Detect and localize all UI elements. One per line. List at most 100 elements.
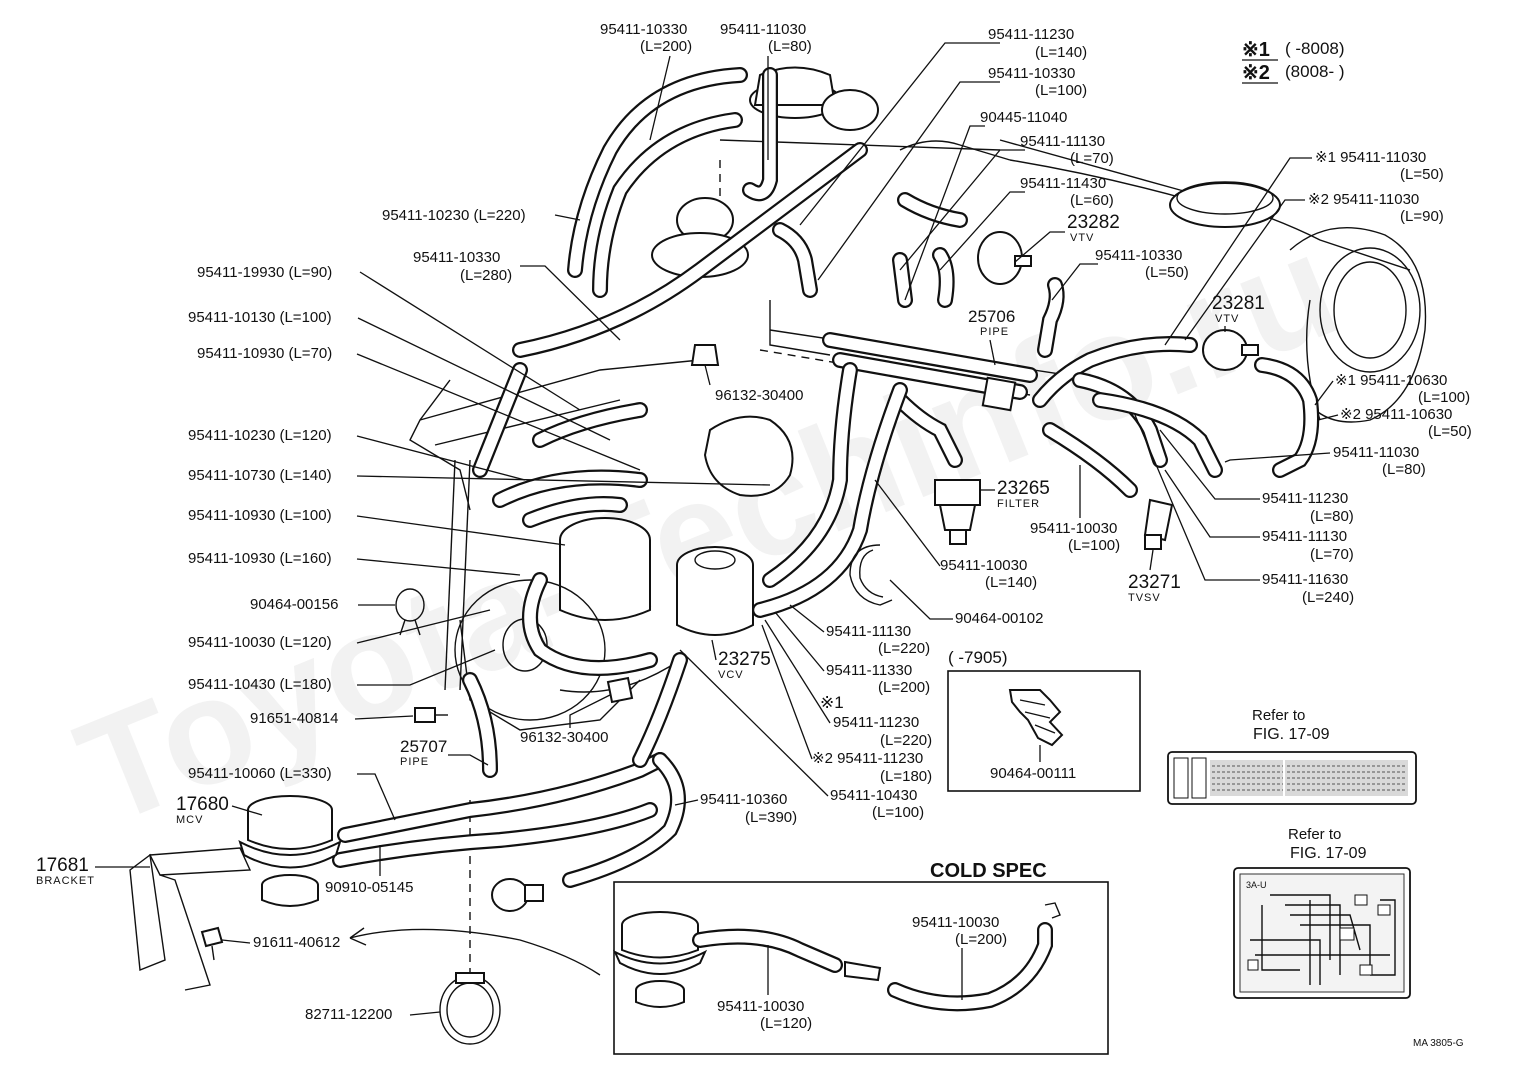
inset-7905-range: ( -7905) [948, 648, 1008, 667]
label-95411-10030-100: 95411-10030 [1030, 520, 1117, 537]
label-95411-11230-220-len: (L=220) [880, 732, 932, 749]
legend-mark-2: ※2 [1242, 62, 1270, 84]
inset-7905-part: 90464-00111 [990, 765, 1076, 782]
label-95411-10630-50-len: (L=50) [1428, 423, 1472, 440]
label-17681-bracket: BRACKET [36, 875, 95, 887]
label-95411-10030-140-len: (L=140) [985, 574, 1037, 591]
label-90910-05145: 90910-05145 [325, 879, 413, 896]
label-23275: 23275 [718, 649, 771, 670]
label-95411-11230-80: 95411-11230 [1262, 490, 1348, 507]
label-95411-10430-100: 95411-10430 [830, 787, 917, 804]
refer-1-line2: FIG. 17-09 [1253, 726, 1330, 743]
legend: ※1 ( -8008) ※2 (8008- ) [1242, 39, 1345, 84]
label-mark1-95411-11230-220: ※1 [820, 693, 844, 712]
legend-range-2: (8008- ) [1285, 62, 1345, 81]
label-91611-40612: 91611-40612 [253, 934, 340, 951]
refer-2-line2: FIG. 17-09 [1290, 845, 1367, 862]
label-95411-10330-50-len: (L=50) [1145, 264, 1189, 281]
legend-range-1: ( -8008) [1285, 39, 1345, 58]
cold-spec-hose-b-len: (L=120) [760, 1015, 812, 1032]
label-23282-vtv: VTV [1070, 232, 1094, 244]
label-23282: 23282 [1067, 212, 1120, 233]
label-96132-30400-lower: 96132-30400 [520, 729, 608, 746]
label-mark2-95411-11030-90: ※2 95411-11030 [1308, 191, 1419, 208]
label-96132-30400-top: 96132-30400 [715, 387, 803, 404]
label-95411-10030-140: 95411-10030 [940, 557, 1027, 574]
refer-2-tag: 3A-U [1246, 880, 1267, 890]
label-95411-11030-50-len: (L=50) [1400, 166, 1444, 183]
cold-spec-hose-a: 95411-10030 [912, 914, 999, 931]
label-90445-11040: 90445-11040 [980, 109, 1067, 126]
label-95411-11030-80-right-len: (L=80) [1382, 461, 1426, 478]
label-95411-11130-70-right-len: (L=70) [1310, 546, 1354, 563]
label-95411-10930-100: 95411-10930 (L=100) [188, 507, 332, 524]
refer-2-line1: Refer to [1288, 826, 1341, 843]
label-95411-10360-390-len: (L=390) [745, 809, 797, 826]
label-95411-11130-70: 95411-11130 [1020, 133, 1105, 150]
label-23275-vcv: VCV [718, 669, 744, 681]
label-23281-vtv: VTV [1215, 313, 1239, 325]
label-95411-11630-240-len: (L=240) [1302, 589, 1354, 606]
label-17681: 17681 [36, 855, 89, 876]
label-95411-11630-240: 95411-11630 [1262, 571, 1348, 588]
label-95411-10130-100: 95411-10130 (L=100) [188, 309, 332, 326]
label-90464-00102: 90464-00102 [955, 610, 1043, 627]
label-95411-11030-80-right: 95411-11030 [1333, 444, 1419, 461]
label-23271: 23271 [1128, 572, 1181, 593]
refer-box-1: Refer to FIG. 17-09 [1167, 707, 1417, 805]
label-95411-11130-220-len: (L=220) [878, 640, 930, 657]
callouts: 95411-10330 (L=200) 95411-11030 (L=80) 9… [36, 21, 1472, 1023]
label-95411-10330-100: 95411-10330 [988, 65, 1075, 82]
label-95411-10430-180: 95411-10430 (L=180) [188, 676, 332, 693]
label-95411-10430-100-len: (L=100) [872, 804, 924, 821]
label-25707: 25707 [400, 737, 447, 756]
label-23265: 23265 [997, 478, 1050, 499]
label-17680-mcv: MCV [176, 814, 203, 826]
mcv-assembly [129, 795, 601, 1045]
label-95411-11130-220: 95411-11130 [826, 623, 911, 640]
label-95411-11430-60-len: (L=60) [1070, 192, 1114, 209]
inset-7905: ( -7905) 90464-00111 [947, 648, 1141, 792]
label-95411-10330-280-len: (L=280) [460, 267, 512, 284]
label-95411-11330-200: 95411-11330 [826, 662, 912, 679]
label-95411-10060-330: 95411-10060 (L=330) [188, 765, 332, 782]
small-parts [395, 344, 1174, 912]
label-25706: 25706 [968, 307, 1015, 326]
label-95411-10230-220: 95411-10230 (L=220) [382, 207, 526, 224]
label-95411-10030-100-len: (L=100) [1068, 537, 1120, 554]
label-95411-10230-120: 95411-10230 (L=120) [188, 427, 332, 444]
cold-spec-hose-a-len: (L=200) [955, 931, 1007, 948]
label-95411-11130-70-right: 95411-11130 [1262, 528, 1347, 545]
refer-1-line1: Refer to [1252, 707, 1305, 724]
label-17680: 17680 [176, 794, 229, 815]
label-mark2-95411-11230-180: ※2 95411-11230 [812, 750, 923, 767]
label-82711-12200: 82711-12200 [305, 1006, 392, 1023]
label-95411-10630-100-len: (L=100) [1418, 389, 1470, 406]
label-95411-11230-140-len: (L=140) [1035, 44, 1087, 61]
label-95411-10730-140: 95411-10730 (L=140) [188, 467, 332, 484]
label-23265-filter: FILTER [997, 498, 1040, 510]
legend-mark-1: ※1 [1242, 39, 1270, 61]
label-95411-10030-120: 95411-10030 (L=120) [188, 634, 332, 651]
label-95411-11130-70-len: (L=70) [1070, 150, 1114, 167]
label-23281: 23281 [1212, 293, 1265, 314]
label-95411-11230-140: 95411-11230 [988, 26, 1074, 43]
label-95411-11330-200-len: (L=200) [878, 679, 930, 696]
label-95411-11030-80: 95411-11030 [720, 21, 806, 38]
label-95411-11030-90-len: (L=90) [1400, 208, 1444, 225]
label-95411-10330-280: 95411-10330 [413, 249, 500, 266]
label-25706-pipe: PIPE [980, 326, 1009, 338]
label-95411-19930-90: 95411-19930 (L=90) [197, 264, 332, 281]
label-95411-11030-80-len: (L=80) [768, 38, 812, 55]
label-25707-pipe: PIPE [400, 756, 429, 768]
label-95411-10360-390: 95411-10360 [700, 791, 787, 808]
label-mark2-95411-10630-50: ※2 95411-10630 [1340, 406, 1452, 423]
label-91651-40814: 91651-40814 [250, 710, 338, 727]
cold-spec-hose-b: 95411-10030 [717, 998, 804, 1015]
cold-spec-title: COLD SPEC [930, 860, 1047, 882]
label-mark1-95411-10630-100: ※1 95411-10630 [1335, 372, 1447, 389]
label-mark1-95411-11030-50: ※1 95411-11030 [1315, 149, 1426, 166]
label-90464-00156: 90464-00156 [250, 596, 338, 613]
figure-code: MA 3805-G [1413, 1038, 1464, 1049]
